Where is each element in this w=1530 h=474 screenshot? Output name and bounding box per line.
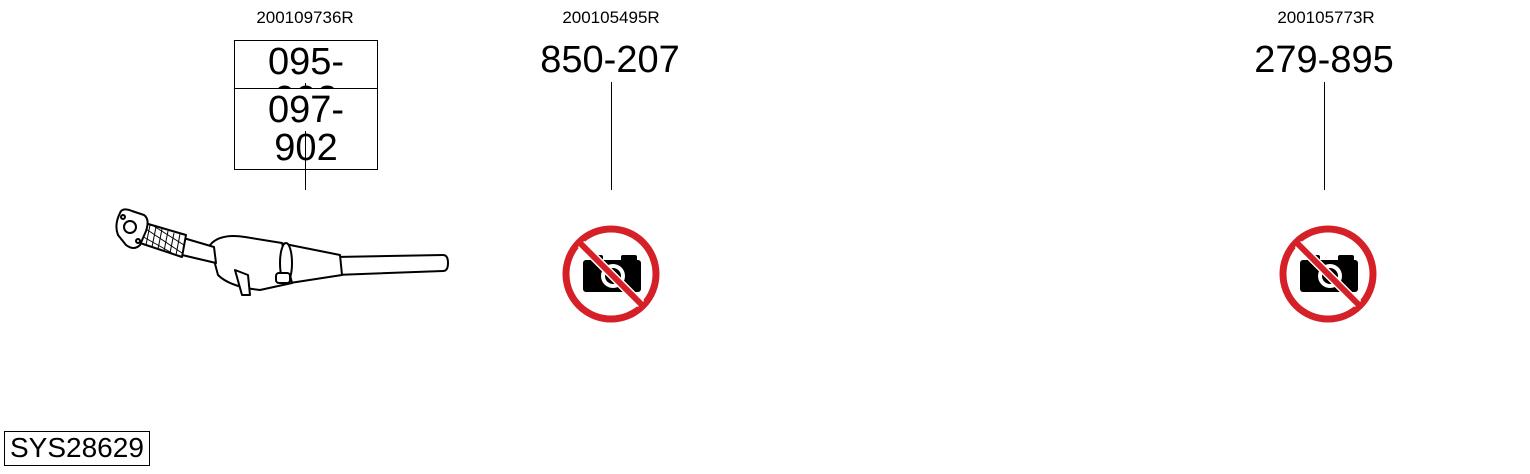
part-code-box[interactable]: 097-902 xyxy=(234,88,378,170)
oem-number: 200105773R xyxy=(1277,8,1375,27)
system-id: SYS28629 xyxy=(4,431,150,466)
oem-number: 200109736R xyxy=(256,8,354,27)
no-photo-icon xyxy=(1279,225,1377,323)
leader-line xyxy=(1324,82,1325,190)
no-photo-icon xyxy=(562,225,660,323)
connector-line xyxy=(305,83,306,89)
part-code[interactable]: 279-895 xyxy=(1254,39,1394,81)
leader-line xyxy=(611,82,612,190)
leader-line xyxy=(305,131,306,190)
exhaust-part-drawing[interactable] xyxy=(110,205,455,305)
part-code[interactable]: 850-207 xyxy=(540,39,680,81)
oem-number: 200105495R xyxy=(562,8,660,27)
